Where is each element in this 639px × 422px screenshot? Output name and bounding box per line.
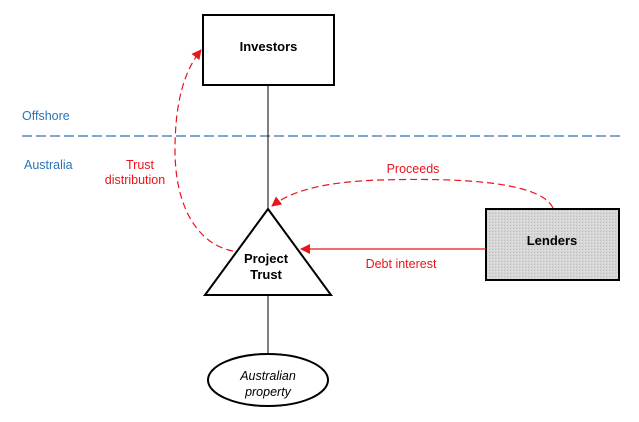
trust-distribution-label-line1: Trust (126, 158, 155, 172)
debt-interest-label: Debt interest (366, 257, 437, 271)
investors-box (202, 14, 335, 86)
lenders-label: Lenders (527, 233, 578, 248)
australian-property-label-line1: Australian (239, 369, 296, 383)
australia-label: Australia (24, 158, 73, 172)
investors-label: Investors (240, 39, 298, 54)
offshore-label: Offshore (22, 109, 70, 123)
project-trust-triangle (203, 207, 333, 296)
trust-distribution-arrow (174, 49, 234, 252)
project-trust-label-line2: Trust (250, 267, 282, 282)
australian-property-ellipse (207, 353, 329, 407)
australian-property-label-line2: property (244, 385, 292, 399)
proceeds-label: Proceeds (387, 162, 440, 176)
trust-distribution-label-line2: distribution (105, 173, 165, 187)
proceeds-arrow (271, 178, 554, 209)
australian-property-node[interactable]: Australian property (207, 353, 329, 407)
lenders-box (485, 208, 620, 281)
lenders-node[interactable]: Lenders (485, 208, 620, 281)
investors-node[interactable]: Investors (202, 14, 335, 86)
project-trust-label-line1: Project (244, 251, 289, 266)
project-trust-node[interactable]: Project Trust (203, 207, 333, 296)
